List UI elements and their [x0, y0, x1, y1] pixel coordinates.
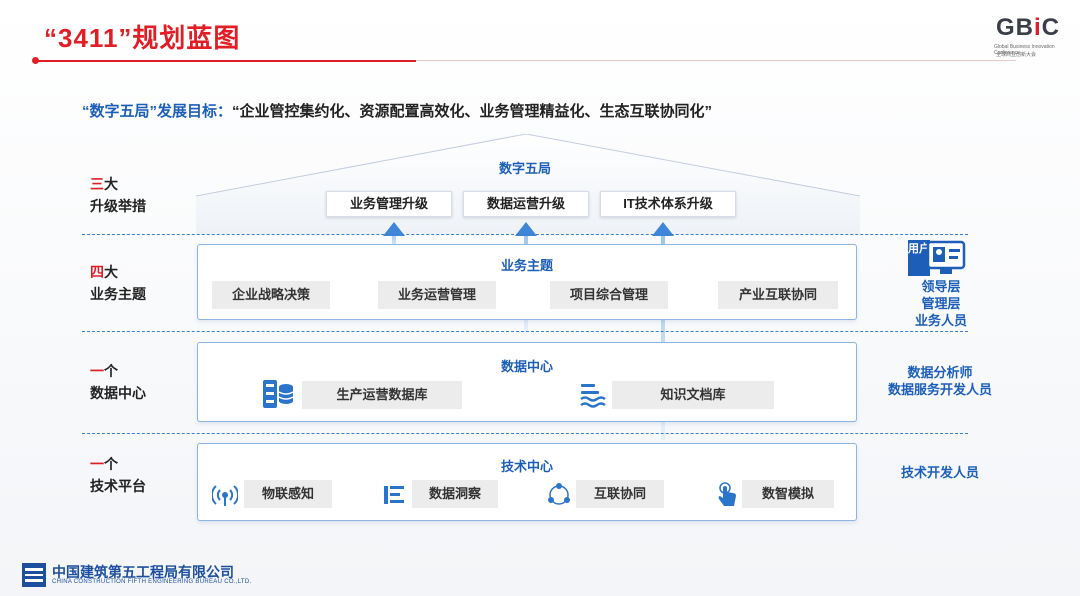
upgrade-data-operation: 数据运营升级	[463, 191, 589, 217]
panel-title: 技术中心	[500, 459, 553, 474]
logo-subtitle-cn: 全球商业创新大会	[996, 52, 1037, 58]
row-label-tech: 一个 技术平台	[90, 456, 146, 494]
row-label-theme: 四大 业务主题	[90, 264, 146, 302]
data-roles: 数据分析师 数据服务开发人员	[887, 365, 992, 397]
gbic-logo: GBiC	[996, 14, 1061, 41]
tech-roles: 技术开发人员	[900, 465, 979, 480]
title-underline	[36, 60, 416, 62]
goal-text: “企业管控集约化、资源配置高效化、业务管理精益化、生态互联协同化”	[232, 103, 713, 120]
tech-item: 数据洞察	[412, 480, 498, 508]
tech-item: 物联感知	[244, 480, 332, 508]
id-card-icon	[926, 240, 966, 274]
theme-item: 企业战略决策	[212, 281, 330, 309]
arrow-up-icon	[515, 222, 537, 236]
data-item: 生产运营数据库	[302, 381, 462, 409]
network-connect-icon	[548, 483, 570, 505]
company-name-en: CHINA CONSTRUCTION FIFTH ENGINEERING BUR…	[52, 579, 252, 585]
arrow-shaft-it	[661, 232, 665, 440]
panel-title: 数据中心	[500, 359, 553, 374]
row-label-upgrade: 三大 升级举措	[90, 176, 146, 214]
logo-subtitle-en: Global Business Innovation Conference	[994, 44, 1055, 56]
theme-item: 产业互联协同	[718, 281, 838, 309]
title-underline-thin	[416, 60, 1016, 61]
panel-title: 业务主题	[500, 258, 553, 273]
development-goal: “数字五局”发展目标：“企业管控集约化、资源配置高效化、业务管理精益化、生态互联…	[82, 100, 712, 121]
data-item: 知识文档库	[612, 381, 774, 409]
theme-roles: 领导层 管理层 业务人员	[914, 279, 967, 328]
data-insight-icon	[384, 486, 404, 504]
theme-item: 业务运营管理	[378, 281, 496, 309]
tech-center-panel: 技术中心 物联感知 数据洞察 互联协同 数智模拟	[197, 443, 857, 521]
iot-signal-icon	[212, 485, 238, 506]
business-theme-panel: 业务主题 企业战略决策 业务运营管理 项目综合管理 产业互联协同	[197, 244, 857, 320]
row-label-data: 一个 数据中心	[90, 363, 146, 401]
theme-item: 项目综合管理	[550, 281, 668, 309]
page-title: “3411”规划蓝图	[44, 23, 241, 53]
arrow-shaft-business	[392, 232, 396, 248]
roof-title: 数字五局	[498, 161, 551, 176]
goal-label: “数字五局”发展目标：	[82, 103, 233, 120]
data-center-panel: 数据中心 生产运营数据库 知识文档库	[197, 342, 857, 422]
divider	[82, 331, 968, 332]
roof-shape	[196, 134, 860, 234]
arrow-up-icon	[652, 222, 674, 236]
upgrade-business-management: 业务管理升级	[326, 191, 452, 217]
divider	[82, 234, 968, 235]
divider	[82, 433, 968, 434]
user-badge: 用户	[908, 240, 930, 276]
touch-hand-icon	[718, 482, 736, 506]
upgrade-it-system: IT技术体系升级	[600, 191, 736, 217]
cscec-logo	[22, 563, 46, 587]
tech-item: 数智模拟	[742, 480, 834, 508]
arrow-up-icon	[383, 222, 405, 236]
title-underline-dot	[32, 57, 39, 64]
database-icon	[263, 380, 294, 408]
document-wave-icon	[580, 384, 606, 408]
company-name-cn: 中国建筑第五工程局有限公司	[52, 564, 234, 580]
tech-item: 互联协同	[576, 480, 664, 508]
